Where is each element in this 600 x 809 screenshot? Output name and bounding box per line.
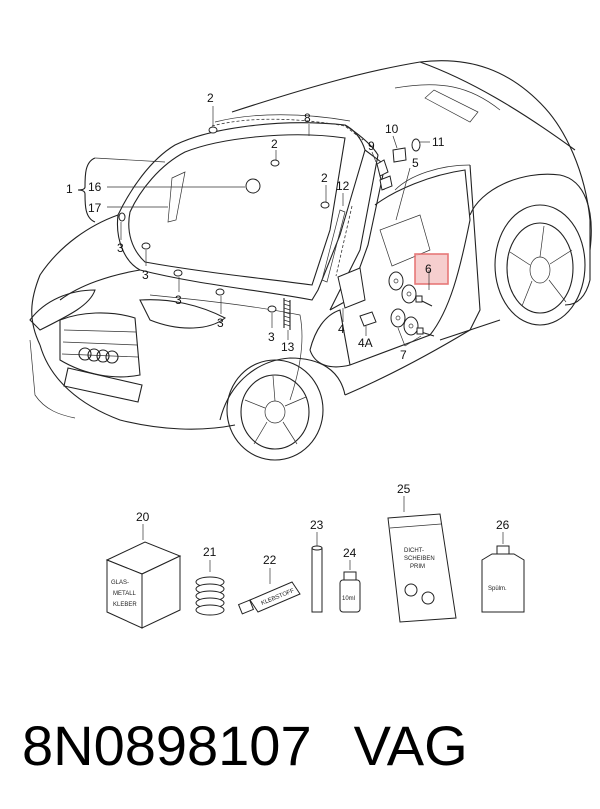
caption: 8N0898107 VAG — [22, 700, 592, 790]
mirror-glass-5 — [379, 214, 431, 267]
item-24-bottle: 10ml 24 — [339, 546, 361, 613]
can-26-text: Spülm. — [488, 586, 507, 592]
bracket-1 — [77, 157, 96, 223]
callout-26: 26 — [496, 518, 510, 532]
callout-2b: 2 — [271, 137, 278, 151]
callout-12: 12 — [336, 179, 350, 193]
callout-20: 20 — [136, 510, 150, 524]
callout-6: 6 — [425, 262, 432, 276]
callout-3c: 3 — [175, 293, 182, 307]
clips — [118, 126, 330, 313]
callout-22: 22 — [263, 553, 277, 567]
spring-13 — [283, 298, 291, 330]
windshield-seal-8 — [211, 114, 364, 141]
callout-3a: 3 — [117, 241, 124, 255]
box-20-text-2: METALL — [113, 591, 137, 597]
car-illustration — [29, 60, 592, 461]
callout-21: 21 — [203, 545, 217, 559]
callout-4a: 4A — [358, 336, 373, 350]
pouch-25-text-1: DICHT- — [404, 548, 424, 554]
item-26-can: Spülm. 26 — [481, 518, 525, 613]
callout-3b: 3 — [142, 268, 149, 282]
brand: VAG — [353, 713, 468, 777]
trim-strip-16-17 — [167, 171, 186, 223]
pouch-25-text-3: PRIM — [410, 564, 425, 570]
highlighted-part-6 — [414, 253, 449, 285]
leader-lines — [107, 106, 430, 347]
callout-9: 9 — [368, 139, 375, 153]
callout-8: 8 — [304, 111, 311, 125]
mirror-bracket-4 — [337, 267, 377, 327]
callout-4: 4 — [338, 322, 345, 336]
callout-1: 1 — [66, 182, 73, 196]
pouch-25-text-2: SCHEIBEN — [404, 556, 435, 562]
car-callouts: 2 2 2 1 16 17 3 3 3 3 3 13 4 4A 8 9 10 1… — [66, 91, 445, 362]
callout-10: 10 — [385, 122, 399, 136]
item-21-coil: 21 — [195, 545, 225, 616]
fastener-set — [388, 271, 435, 337]
callout-7: 7 — [400, 348, 407, 362]
callout-25: 25 — [397, 482, 411, 496]
item-25-pouch: DICHT- SCHEIBEN PRIM 25 — [387, 482, 457, 623]
box-20-text-1: GLAS- — [111, 580, 129, 586]
callout-16: 16 — [88, 180, 102, 194]
callout-13: 13 — [281, 340, 295, 354]
callout-3e: 3 — [268, 330, 275, 344]
callout-24: 24 — [343, 546, 357, 560]
item-20-adhesive-box: GLAS- METALL KLEBER 20 — [105, 510, 182, 629]
callout-2c: 2 — [321, 171, 328, 185]
parts-exploded-diagram: 2 2 2 1 16 17 3 3 3 3 3 13 4 4A 8 9 10 1… — [29, 60, 592, 629]
callout-23: 23 — [310, 518, 324, 532]
screw-9-10-11 — [376, 138, 421, 191]
callout-3d: 3 — [217, 316, 224, 330]
part-number: 8N0898107 — [22, 713, 312, 777]
callout-11: 11 — [432, 135, 445, 149]
box-20-text-3: KLEBER — [113, 602, 137, 608]
bottle-24-text: 10ml — [342, 596, 355, 602]
item-23-rod: 23 — [310, 518, 324, 613]
item-22-tube: KLEBSTOFF 22 — [237, 553, 301, 615]
trim-strip-12 — [321, 205, 353, 283]
callout-5: 5 — [412, 156, 419, 170]
callout-17: 17 — [88, 201, 102, 215]
callout-2a: 2 — [207, 91, 214, 105]
